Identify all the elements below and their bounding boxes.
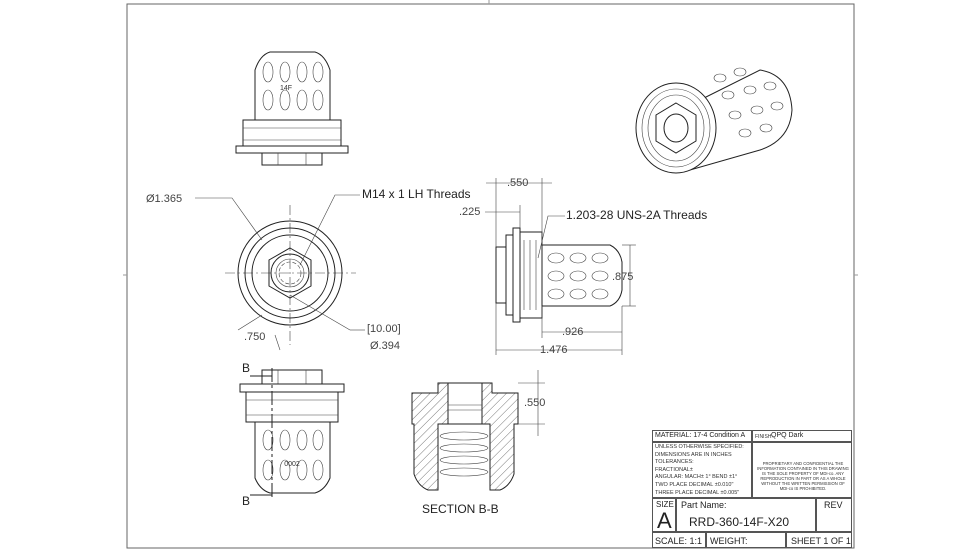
section-title: SECTION B-B [422,502,499,516]
tol-line: ANGULAR: MACH± 1° BEND ±1° [655,474,738,481]
dim-1476: 1.476 [540,344,568,356]
weight-cell: WEIGHT: [706,532,786,548]
proprietary-cell: PROPRIETARY AND CONFIDENTIAL THE INFORMA… [752,442,852,498]
sheet-border [126,3,855,549]
dim-10mm: [10.00] [367,323,401,335]
dim-875: .875 [612,271,633,283]
engraving-bottom: 0002 [284,461,300,468]
engraving-top: 14F [280,85,292,92]
dim-dia-1365: Ø1.365 [146,193,182,205]
rev-cell: REV [816,498,852,532]
size-cell: SIZE A [652,498,676,533]
tol-line: TOLERANCES: [655,459,694,466]
finish-value: QPQ Dark [771,432,804,439]
dim-926: .926 [562,326,583,338]
callout-uns-threads: 1.203-28 UNS-2A Threads [566,208,707,222]
front-view [195,194,365,351]
tolerance-notes: UNLESS OTHERWISE SPECIFIED: DIMENSIONS A… [655,444,744,497]
title-block: MATERIAL: 17-4 Condition A FINISH: QPQ D… [652,430,852,548]
part-name-label: Part Name: [681,500,727,510]
dim-dia-394: Ø.394 [370,340,400,352]
isometric-view [635,67,793,174]
material-text: MATERIAL: 17-4 Condition A [655,432,746,439]
tol-line: THREE PLACE DECIMAL ±0.005" [655,489,740,496]
finish-label: FINISH: [755,434,773,440]
section-view [411,370,545,491]
size-value: A [657,508,672,533]
weight-text: WEIGHT: [710,536,748,546]
material-cell: MATERIAL: 17-4 Condition A [652,430,752,442]
scale-text: SCALE: 1:1 [655,536,703,546]
callout-m14-threads: M14 x 1 LH Threads [362,187,471,201]
sheet-text: SHEET 1 OF 1 [791,536,851,546]
tol-line: UNLESS OTHERWISE SPECIFIED: [655,444,744,450]
section-marker-bottom: B [242,494,250,508]
tol-line: TWO PLACE DECIMAL ±0.010" [655,481,734,488]
rev-label: REV [824,500,843,510]
dim-225: .225 [459,206,480,218]
finish-cell: FINISH: QPQ Dark [752,430,852,442]
size-label: SIZE [656,500,674,509]
tol-line: DIMENSIONS ARE IN INCHES [655,451,732,458]
top-view: 14F [235,51,349,166]
scale-cell: SCALE: 1:1 [652,532,706,548]
dim-550-side: .550 [507,177,528,189]
bottom-view: 0002 [239,368,345,498]
section-marker-top: B [242,361,250,375]
dim-750: .750 [244,331,265,343]
sheet-cell: SHEET 1 OF 1 [786,532,852,548]
part-name-value: RRD-360-14F-X20 [689,515,790,529]
proprietary-notice: PROPRIETARY AND CONFIDENTIAL THE INFORMA… [757,461,849,491]
tol-line: FRACTIONAL± [655,466,693,473]
dim-550-section: .550 [524,397,545,409]
side-view [485,178,636,355]
tolerance-cell: UNLESS OTHERWISE SPECIFIED: DIMENSIONS A… [652,442,752,498]
part-name-cell: Part Name: RRD-360-14F-X20 [676,498,816,532]
